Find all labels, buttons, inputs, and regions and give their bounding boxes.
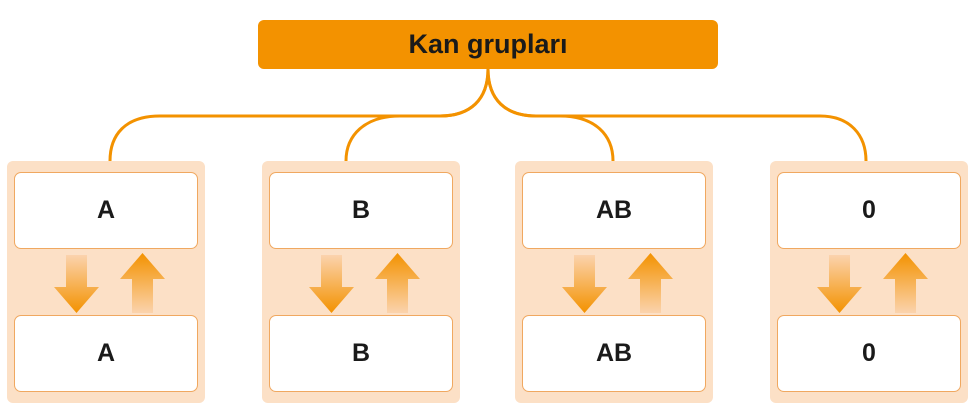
arrow-down-icon [309, 255, 354, 313]
arrow-up-icon [628, 253, 673, 313]
arrow-down-icon [54, 255, 99, 313]
connector-line-b [344, 67, 490, 163]
arrow-up-icon [120, 253, 165, 313]
arrows [817, 253, 928, 313]
cell-top: 0 [777, 172, 961, 249]
arrows [309, 253, 420, 313]
arrow-down-icon [817, 255, 862, 313]
cell-top: AB [522, 172, 706, 249]
cell-bottom: AB [522, 315, 706, 392]
group-b: B B [262, 161, 460, 403]
arrows [562, 253, 673, 313]
group-ab: AB AB [515, 161, 713, 403]
cell-top: A [14, 172, 198, 249]
arrow-down-icon [562, 255, 607, 313]
cell-bottom: A [14, 315, 198, 392]
cell-bottom: 0 [777, 315, 961, 392]
group-0: 0 0 [770, 161, 968, 403]
connector-line-0 [486, 67, 868, 163]
title-label: Kan grupları [408, 29, 568, 59]
arrow-up-icon [883, 253, 928, 313]
title-box: Kan grupları [258, 20, 718, 69]
group-a: A A [7, 161, 205, 403]
arrows [54, 253, 165, 313]
arrow-up-icon [375, 253, 420, 313]
cell-top: B [269, 172, 453, 249]
cell-bottom: B [269, 315, 453, 392]
